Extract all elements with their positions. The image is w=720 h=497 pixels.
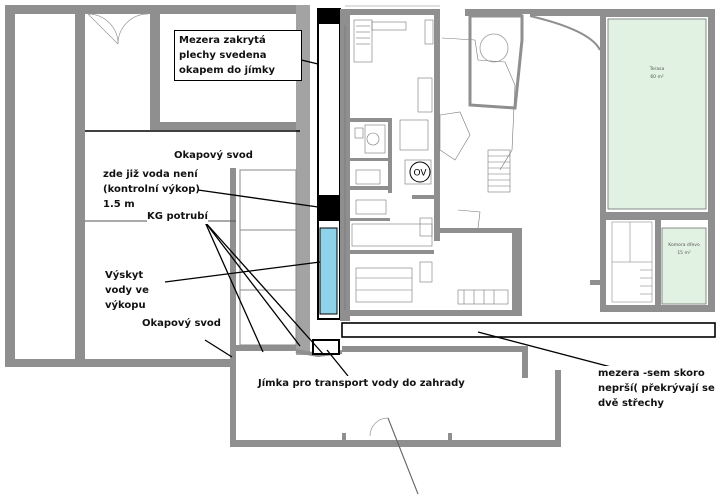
- boiler: OV: [409, 161, 431, 183]
- left-wing-walls: [5, 5, 310, 368]
- note-no-water-here: zde již voda není (kontrolní výkop) 1.5 …: [103, 169, 200, 210]
- curved-facade: [529, 15, 601, 51]
- note-kg-pipe: KG potrubí: [147, 209, 208, 224]
- cellar-stairs: [611, 221, 653, 303]
- garden-pipe: [387, 417, 419, 495]
- stairs: [487, 149, 511, 193]
- note-downspout-upper: Okapový svod: [174, 148, 253, 163]
- inner-room-lines: [239, 169, 297, 346]
- round-bay: [468, 14, 524, 110]
- cellar-area-label: 15 m²: [677, 250, 691, 256]
- note-gap-no-rain: mezera -sem skoro neprší( překrývají se …: [598, 366, 716, 411]
- note-water-in-trench: Výskyt vody ve výkopu: [105, 270, 149, 311]
- note-downspout-lower: Okapový svod: [142, 316, 221, 331]
- terrace-area: [607, 18, 707, 210]
- gap-corridor: [317, 8, 341, 320]
- french-door-left: [87, 13, 149, 45]
- roof-gap: [341, 322, 716, 338]
- terrace-label: Terasa: [649, 66, 665, 72]
- boiler-label: OV: [413, 169, 427, 179]
- note-gap-covered: Mezera zakrytá plechy svedena okapem do …: [174, 30, 302, 81]
- cellar-label: Komora dřevo: [668, 241, 700, 248]
- right-walls: [522, 9, 715, 312]
- leader-lines: [164, 57, 631, 377]
- door-arc-lower: [369, 417, 389, 437]
- cellar-room: [661, 227, 707, 305]
- terrace-area-label: 60 m²: [650, 74, 664, 80]
- dimension-lines: [344, 5, 515, 325]
- interior-details: [351, 19, 516, 305]
- water-pool: [319, 227, 338, 315]
- interior-walls: [350, 118, 434, 254]
- note-sump-transport: Jímka pro transport vody do zahrady: [258, 376, 465, 391]
- lower-annex-walls: [230, 346, 561, 447]
